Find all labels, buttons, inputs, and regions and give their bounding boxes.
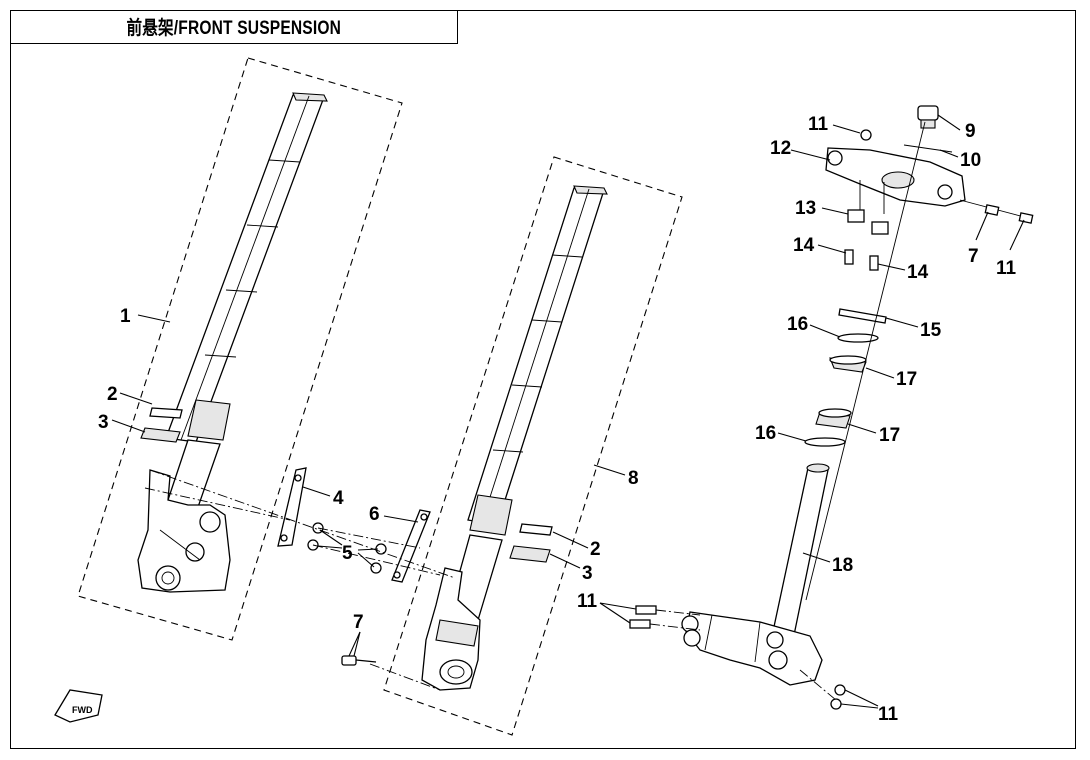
callout-16-upper: 16 <box>787 314 808 335</box>
callout-8: 8 <box>628 468 639 489</box>
bolt-14-left <box>844 249 854 265</box>
ring-2-right <box>519 523 553 536</box>
right-fork-slider-collar <box>469 494 513 536</box>
lower-triple-clamp <box>685 611 823 686</box>
callout-5: 5 <box>342 543 353 564</box>
seal-16-upper <box>837 333 879 343</box>
left-fork-assembly <box>137 92 328 593</box>
lock-ring <box>903 144 953 153</box>
callout-3-right: 3 <box>582 563 593 584</box>
callout-17-upper: 17 <box>896 369 917 390</box>
bolt-7-lower <box>341 655 357 666</box>
callout-11-top: 11 <box>808 114 829 135</box>
callout-15: 15 <box>920 320 942 341</box>
clamp-block-right <box>871 221 889 235</box>
nut-5d <box>370 562 382 574</box>
right-axle-hole <box>439 659 473 685</box>
title-box: 前悬架/FRONT SUSPENSION <box>10 10 458 44</box>
callout-3-left: 3 <box>98 412 109 433</box>
steering-bearings <box>804 308 887 447</box>
bearing-race-15 <box>838 308 887 324</box>
callout-11-lower-left: 11 <box>577 591 598 612</box>
fwd-label: FWD <box>72 705 93 715</box>
callout-17-lower: 17 <box>879 425 900 446</box>
steering-stem-assembly <box>681 463 830 686</box>
callout-18: 18 <box>832 555 853 576</box>
left-fork-caliper-mount <box>137 469 231 593</box>
left-fork-slider-collar <box>187 399 231 441</box>
callout-1: 1 <box>120 306 131 327</box>
page-title: 前悬架/FRONT SUSPENSION <box>126 18 341 39</box>
group-boundary-left-fork <box>77 57 403 641</box>
callout-6: 6 <box>369 504 380 525</box>
washer <box>860 129 872 141</box>
callout-2-left: 2 <box>107 384 118 405</box>
seal-3-right <box>509 545 551 563</box>
seal-16-lower <box>804 437 846 447</box>
drawing-frame <box>10 10 1076 749</box>
nut-11-d <box>830 698 842 710</box>
bolt-14-right <box>869 255 879 271</box>
group-boundary-right-fork <box>383 156 683 736</box>
callout-14-right: 14 <box>907 262 929 283</box>
left-axle-hole <box>155 565 181 591</box>
clamp-block-left <box>847 209 865 223</box>
right-fork-assembly <box>421 185 608 691</box>
brake-hose-bracket-4 <box>277 467 307 547</box>
callout-16-lower: 16 <box>755 423 776 444</box>
nut-11-c <box>834 684 846 696</box>
steering-stem-nut <box>917 105 939 121</box>
callout-13: 13 <box>795 198 816 219</box>
ring-2-left <box>149 407 183 419</box>
left-fork-cap <box>292 92 328 102</box>
callout-12: 12 <box>770 138 791 159</box>
seal-3-left <box>140 427 181 443</box>
callout-14-left: 14 <box>793 235 815 256</box>
callout-9: 9 <box>965 121 976 142</box>
steering-stem-top <box>806 463 830 473</box>
callout-2-right: 2 <box>590 539 601 560</box>
callout-11-right: 11 <box>996 258 1017 279</box>
bolt-11-a <box>635 605 657 615</box>
right-fork-tube <box>467 187 605 526</box>
upper-triple-clamp-assembly <box>825 105 1034 271</box>
callout-7-upper: 7 <box>968 246 979 267</box>
callout-4: 4 <box>333 488 344 509</box>
steering-axis-line <box>805 121 926 601</box>
steering-stem-tube <box>771 467 829 641</box>
callout-11-lower-right: 11 <box>878 704 899 725</box>
callout-10: 10 <box>960 150 981 171</box>
right-fork-cap <box>573 185 608 195</box>
bolt-11-b <box>629 619 651 629</box>
callout-7-lower: 7 <box>353 612 364 633</box>
forward-direction-icon: FWD <box>54 689 103 723</box>
